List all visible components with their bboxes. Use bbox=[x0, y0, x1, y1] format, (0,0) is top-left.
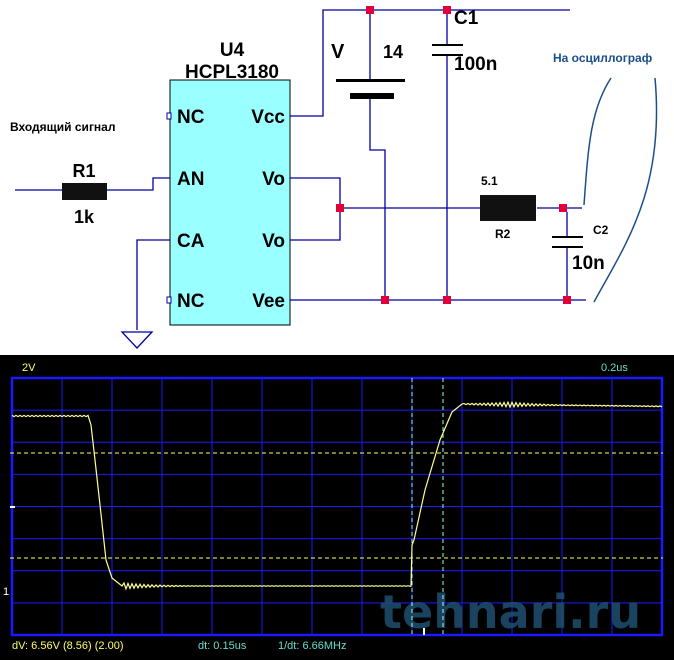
r2-value: 5.1 bbox=[481, 174, 498, 188]
probe-label: На осциллограф bbox=[553, 51, 653, 65]
c1-value: 100n bbox=[454, 54, 497, 75]
freq-readout: 1/dt: 6.66MHz bbox=[278, 640, 346, 652]
ic-ref: U4 bbox=[220, 40, 245, 61]
pin-right-4: Vee bbox=[252, 291, 285, 312]
pin-left-1: NC bbox=[177, 107, 205, 128]
pin-right-3: Vo bbox=[262, 231, 285, 252]
dt-readout: dt: 0.15us bbox=[198, 640, 247, 652]
pin-right-2: Vo bbox=[262, 169, 285, 190]
scope-grid bbox=[10, 376, 664, 637]
time-per-div: 0.2us bbox=[601, 362, 628, 374]
probe-lead bbox=[593, 77, 658, 303]
channel-marker: 1 bbox=[3, 586, 9, 598]
pin-nc-marker bbox=[166, 112, 172, 120]
watermark: tehnari.ru bbox=[380, 585, 641, 639]
input-signal-label: Входящий сигнал bbox=[10, 120, 115, 134]
battery-plate-long bbox=[336, 79, 405, 82]
r2-ref: R2 bbox=[495, 227, 511, 241]
pin-left-3: CA bbox=[177, 231, 205, 252]
volts-per-div: 2V bbox=[22, 362, 36, 374]
c2-plate bbox=[552, 246, 583, 248]
c1-plate bbox=[432, 54, 463, 56]
probe-lead bbox=[583, 77, 612, 206]
c2-plate bbox=[552, 236, 583, 238]
c2-value: 10n bbox=[572, 253, 605, 274]
c2-ref: C2 bbox=[593, 223, 609, 237]
ic-part: HCPL3180 bbox=[185, 62, 279, 83]
c1-plate bbox=[432, 44, 463, 46]
battery-ref: V bbox=[331, 41, 345, 63]
resistor-r2 bbox=[480, 195, 536, 221]
c1-ref: C1 bbox=[454, 8, 479, 29]
r1-ref: R1 bbox=[72, 161, 95, 181]
pin-right-1: Vcc bbox=[251, 107, 285, 128]
ground-marker bbox=[10, 506, 15, 508]
trigger-marker bbox=[423, 628, 425, 635]
pin-left-4: NC bbox=[177, 291, 205, 312]
resistor-r1 bbox=[62, 183, 107, 200]
pin-left-2: AN bbox=[177, 169, 204, 190]
ic-body bbox=[169, 79, 291, 326]
wires bbox=[15, 9, 586, 349]
junctions bbox=[336, 6, 571, 304]
battery-value: 14 bbox=[383, 42, 403, 62]
signal-trace bbox=[11, 400, 663, 591]
battery-plate-short bbox=[350, 93, 394, 99]
r1-value: 1k bbox=[74, 207, 95, 227]
pin-nc-marker bbox=[166, 296, 172, 304]
dv-readout: dV: 6.56V (8.56) (2.00) bbox=[12, 640, 124, 652]
